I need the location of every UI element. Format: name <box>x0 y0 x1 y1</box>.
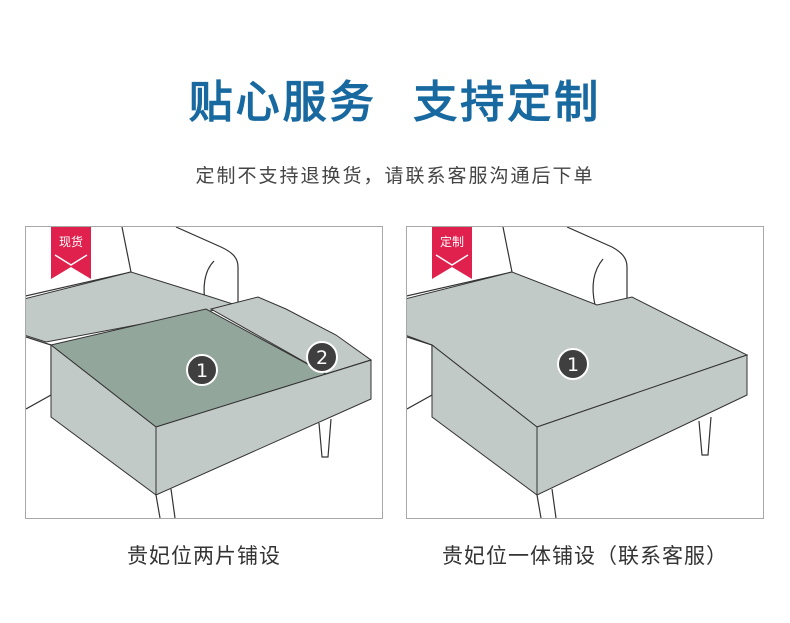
one-piece-sofa-illustration: 定制 1 <box>407 227 749 518</box>
cushion-marker-2-label: 2 <box>316 347 328 369</box>
custom-tag-label: 定制 <box>440 234 464 249</box>
cushion-marker-1: 1 <box>557 348 589 380</box>
custom-tag-ribbon: 定制 <box>432 227 472 279</box>
page-subtitle: 定制不支持退换货，请联系客服沟通后下单 <box>195 165 595 187</box>
cushion-marker-2: 2 <box>306 341 338 373</box>
one-piece-illustration-panel: 定制 1 <box>406 226 764 519</box>
cushion-marker-1-label: 1 <box>567 354 579 376</box>
page-title: 贴心服务 支持定制 <box>188 77 602 128</box>
two-piece-caption: 贵妃位两片铺设 <box>127 544 281 568</box>
one-piece-caption: 贵妃位一体铺设（联系客服） <box>442 544 728 568</box>
stock-tag-label: 现货 <box>59 234 83 249</box>
stock-tag-ribbon: 现货 <box>51 227 91 279</box>
two-piece-sofa-illustration: 现货 1 2 <box>26 227 373 518</box>
two-piece-illustration-panel: 现货 1 2 <box>25 226 383 519</box>
cushion-marker-1: 1 <box>186 354 218 386</box>
cushion-marker-1-label: 1 <box>196 360 208 382</box>
